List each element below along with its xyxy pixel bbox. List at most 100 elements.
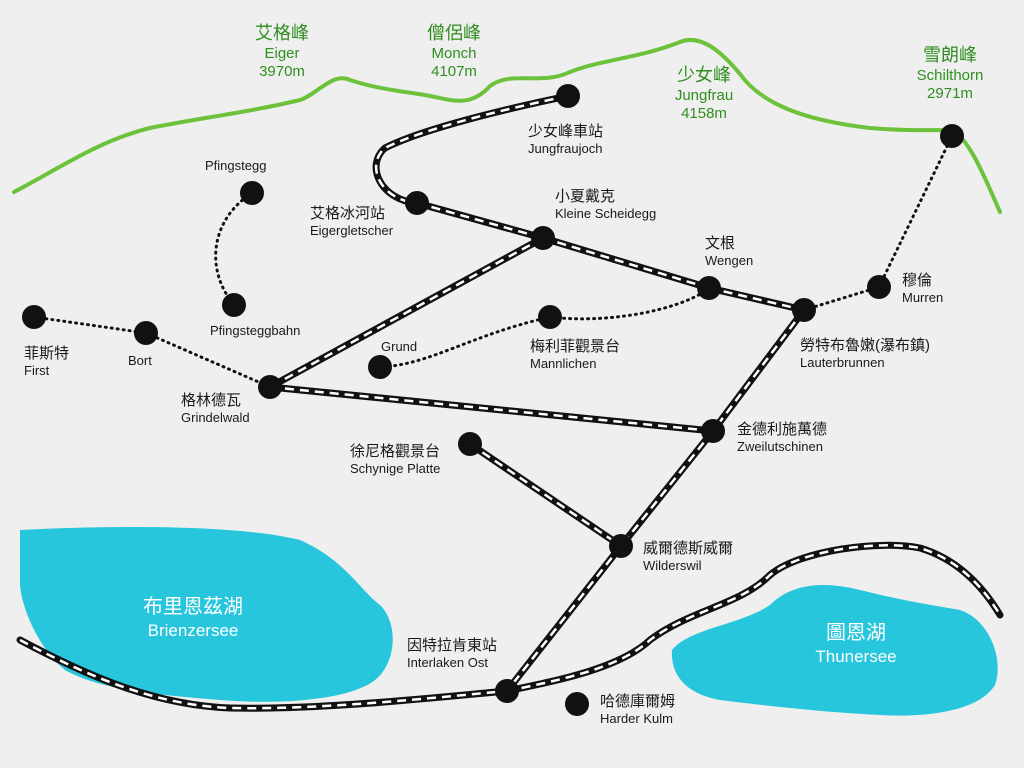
station-name-zh: 少女峰車站 [528,123,604,140]
station-name-en: Mannlichen [530,356,597,371]
station-name-en: Zweilutschinen [737,439,823,454]
lake-name-zh: 圖恩湖 [826,622,886,644]
peak-label-eiger: 艾格峰 Eiger 3970m [255,22,309,82]
station-name-zh: 格林德瓦 [181,392,242,409]
station-name-zh: 小夏戴克 [555,188,616,205]
rail-schynige-platte-wilderswil [466,440,625,550]
station-name-en: Grund [381,339,418,354]
rail-brienz-shore [16,636,511,712]
station-label-interlaken-ost: 因特拉肯東站 Interlaken Ost [407,637,497,671]
lake-brienzersee [20,527,393,702]
lake-label-thunersee: 圖恩湖 Thunersee [815,620,896,668]
station-label-grindelwald: 格林德瓦 Grindelwald [181,392,250,426]
cable-mannlichen-grund [378,315,552,369]
lake-name-zh: 布里恩茲湖 [143,596,243,618]
cable-bort-grindelwald [144,331,272,389]
station-name-zh: 金德利施萬德 [737,421,828,438]
station-label-first: 菲斯特 First [24,345,69,379]
station-name-zh: 梅利菲觀景台 [530,338,621,355]
station-name-en: Jungfraujoch [528,141,603,156]
station-name-en: Wengen [705,253,754,268]
rail-kleine-scheidegg-grindelwald [266,234,547,391]
lake-thunersee [671,585,998,716]
station-name-zh: 文根 [705,235,736,252]
station-dot-grund [368,355,392,379]
station-name-zh: 威爾德斯威爾 [643,540,734,557]
station-dot-mannlichen [538,305,562,329]
station-dot-lauterbrunnen [792,298,816,322]
station-label-eigergletscher: 艾格冰河站 Eigergletscher [310,205,393,239]
cable-wengen-mannlichen [548,286,711,321]
station-name-zh: 哈德庫爾姆 [600,693,676,710]
rail-jungfraujoch-eigergletscher [372,92,572,207]
peak-height: 4158m [681,105,727,123]
station-dot-wengen [697,276,721,300]
station-label-grund: Grund [381,339,417,355]
station-dot-kleine-scheidegg [531,226,555,250]
rail-grindelwald-zweilutschinen [266,383,717,435]
lake-name-en: Brienzersee [147,621,239,640]
station-label-pfingstegg: Pfingstegg [205,158,266,174]
station-name-en: First [24,363,50,378]
lake-label-brienzersee: 布里恩茲湖 Brienzersee [143,594,243,642]
rail-lauterbrunnen-zweilutschinen [709,306,808,435]
cable-murren-schilthorn [877,134,954,289]
cable-pfingstegg-pfingsteggbahn [214,191,254,307]
peak-name-zh: 僧侶峰 [427,23,481,43]
cable-first-bort [32,315,148,335]
station-name-en: Grindelwald [181,410,250,425]
route-layer [16,92,1004,712]
station-name-zh: 穆倫 [902,272,933,289]
station-dot-wilderswil [609,534,633,558]
peak-height: 2971m [927,85,973,103]
station-name-zh: 菲斯特 [24,345,70,362]
station-label-harder-kulm: 哈德庫爾姆 Harder Kulm [600,693,675,727]
station-label-mannlichen: 梅利菲觀景台 Mannlichen [530,338,620,372]
station-dot-harder-kulm [565,692,589,716]
station-name-en: Pfingsteggbahn [210,323,301,338]
station-label-kleine-scheidegg: 小夏戴克 Kleine Scheidegg [555,188,656,222]
station-name-zh: 徐尼格觀景台 [350,443,441,460]
station-label-schynige-platte: 徐尼格觀景台 Schynige Platte [350,443,440,477]
station-dot-schilthorn [940,124,964,148]
rail-wengen-lauterbrunnen [705,284,808,314]
station-name-en: Harder Kulm [600,711,673,726]
station-name-en: Pfingstegg [205,158,267,173]
station-label-zweilutschinen: 金德利施萬德 Zweilutschinen [737,421,827,455]
station-dot-interlaken-ost [495,679,519,703]
station-layer [22,84,964,716]
rail-eigergletscher-kleine-scheidegg [413,199,547,242]
peak-name-en: Monch [431,44,477,62]
peak-height: 3970m [259,63,305,81]
peak-label-jungfrau: 少女峰 Jungfrau 4158m [675,64,733,124]
station-dot-jungfraujoch [556,84,580,108]
station-name-zh: 艾格冰河站 [310,205,386,222]
lake-name-en: Thunersee [815,647,897,666]
peak-height: 4107m [431,63,477,81]
rail-zweilutschinen-wilderswil [617,427,717,550]
station-name-en: Kleine Scheidegg [555,206,657,221]
station-dot-eigergletscher [405,191,429,215]
rail-thun-shore [503,541,1004,695]
station-name-zh: 因特拉肯東站 [407,637,498,654]
peak-name-en: Schilthorn [916,66,984,84]
station-label-jungfraujoch: 少女峰車站 Jungfraujoch [528,123,603,157]
station-label-lauterbrunnen: 勞特布魯嫩(瀑布鎮) Lauterbrunnen [800,337,930,371]
station-dot-zweilutschinen [701,419,725,443]
cable-lauterbrunnen-murren [802,285,881,312]
rail-wilderswil-interlaken-ost [503,542,625,695]
station-name-en: Bort [128,353,152,368]
station-label-wengen: 文根 Wengen [705,235,753,269]
peak-label-monch: 僧侶峰 Monch 4107m [427,22,481,82]
station-label-bort: Bort [128,353,152,369]
station-label-murren: 穆倫 Murren [902,272,943,306]
station-dot-first [22,305,46,329]
station-name-en: Schynige Platte [350,461,441,476]
station-name-zh: 勞特布魯嫩(瀑布鎮) [800,337,930,354]
station-dot-pfingsteggbahn [222,293,246,317]
peak-name-zh: 艾格峰 [255,23,309,43]
station-label-pfingsteggbahn: Pfingsteggbahn [210,323,300,339]
station-dot-grindelwald [258,375,282,399]
peak-name-en: Jungfrau [674,86,734,104]
